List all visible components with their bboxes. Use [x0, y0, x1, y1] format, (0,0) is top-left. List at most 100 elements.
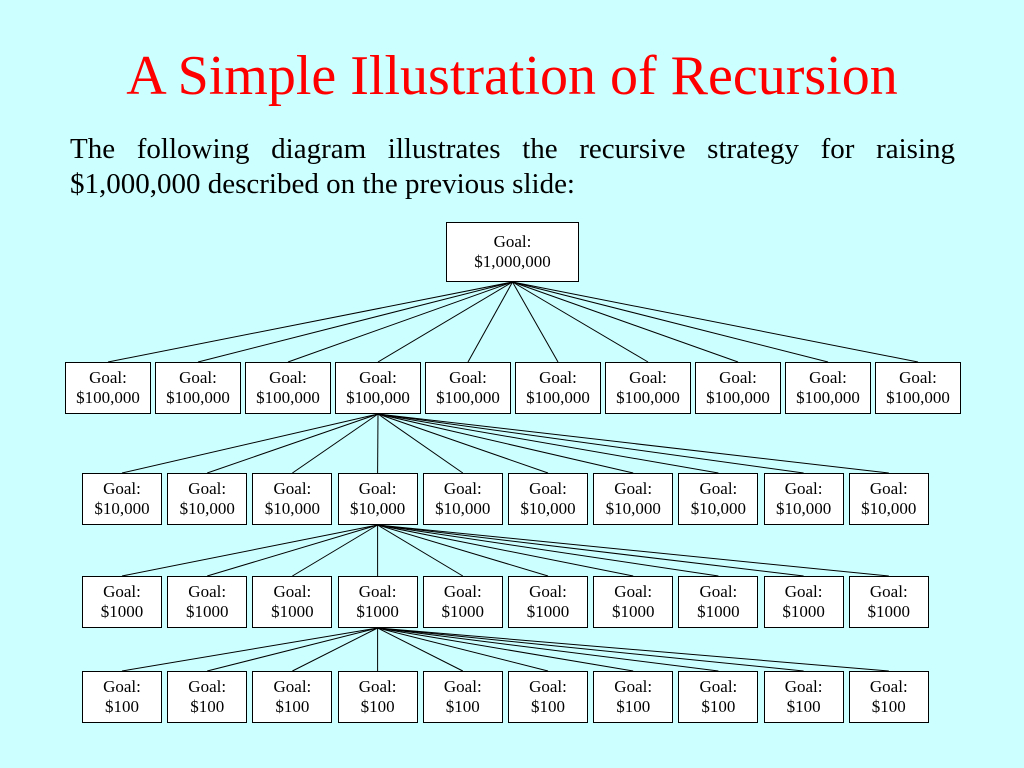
node-level-4-9: Goal:$100 — [763, 671, 844, 723]
connector-line — [377, 627, 549, 672]
node-label: Goal: — [784, 582, 823, 601]
connector-line — [121, 524, 378, 577]
node-amount: $1000 — [526, 602, 570, 621]
node-amount: $10,000 — [94, 499, 150, 518]
node-amount: $1000 — [271, 602, 314, 621]
connector-line — [377, 413, 804, 474]
node-amount: $100,000 — [616, 388, 680, 407]
node-amount: $100,000 — [76, 388, 140, 407]
connector-line — [121, 627, 378, 672]
connector-line — [512, 281, 829, 363]
node-amount: $100,000 — [256, 388, 320, 407]
node-label: Goal: — [443, 582, 482, 601]
node-level-4-10: Goal:$100 — [848, 671, 929, 723]
node-label: Goal: — [784, 479, 823, 498]
node-level-4-4: Goal:$100 — [337, 671, 418, 723]
connector-line — [512, 281, 919, 363]
connector-line — [467, 281, 513, 363]
node-label: Goal: — [539, 368, 577, 387]
node-amount: $100 — [190, 697, 225, 716]
node-level-3-7: Goal:$1000 — [593, 576, 674, 628]
connector-line — [512, 281, 739, 363]
node-label: Goal: — [614, 677, 653, 696]
node-label: Goal: — [443, 677, 482, 696]
node-label: Goal: — [614, 479, 653, 498]
node-label: Goal: — [699, 677, 738, 696]
node-level-3-9: Goal:$1000 — [763, 576, 844, 628]
node-amount: $10,000 — [520, 499, 576, 518]
node-amount: $100 — [616, 697, 651, 716]
node-label: Goal: — [493, 232, 532, 251]
node-label: Goal: — [614, 582, 653, 601]
node-level-2-1: Goal:$10,000 — [82, 473, 162, 525]
node-amount: $10,000 — [349, 499, 406, 518]
connector-line — [512, 281, 559, 363]
connector-line — [207, 413, 379, 474]
node-label: Goal: — [443, 479, 482, 498]
node-amount: $100 — [871, 697, 906, 716]
node-amount: $10,000 — [264, 499, 321, 518]
node-label: Goal: — [784, 677, 823, 696]
connector-line — [377, 413, 464, 474]
node-level-3-2: Goal:$1000 — [167, 576, 248, 628]
connector-line — [377, 413, 634, 474]
node-amount: $100,000 — [706, 388, 770, 407]
node-level-1-10: Goal:$100,000 — [875, 362, 961, 414]
node-level-2-8: Goal:$10,000 — [678, 473, 759, 525]
node-amount: $1000 — [100, 602, 144, 621]
node-level-3-4: Goal:$1000 — [337, 576, 418, 628]
node-level-4-8: Goal:$100 — [678, 671, 759, 723]
node-level-1-5: Goal:$100,000 — [425, 362, 511, 414]
node-amount: $100,000 — [436, 388, 500, 407]
node-label: Goal: — [869, 677, 908, 696]
node-amount: $100 — [531, 697, 565, 716]
node-label: Goal: — [869, 582, 908, 601]
connector-line — [121, 413, 379, 474]
node-label: Goal: — [529, 479, 567, 498]
node-level-3-10: Goal:$1000 — [848, 576, 929, 628]
node-amount: $10,000 — [435, 499, 491, 518]
node-amount: $10,000 — [179, 499, 235, 518]
connector-line — [377, 413, 719, 474]
node-label: Goal: — [188, 582, 227, 601]
node-root: Goal:$1,000,000 — [446, 222, 579, 282]
slide-title: A Simple Illustration of Recursion — [126, 45, 898, 107]
node-label: Goal: — [899, 368, 937, 387]
connector-line — [377, 524, 889, 577]
node-level-2-10: Goal:$10,000 — [848, 473, 929, 525]
connector-line — [377, 627, 804, 672]
node-level-3-5: Goal:$1000 — [422, 576, 503, 628]
node-amount: $10,000 — [775, 499, 832, 518]
node-label: Goal: — [188, 677, 227, 696]
node-label: Goal: — [719, 368, 757, 387]
node-amount: $100 — [445, 697, 480, 716]
node-label: Goal: — [449, 368, 487, 387]
connector-line — [377, 524, 804, 577]
node-amount: $100 — [360, 697, 395, 716]
connector-line — [207, 524, 378, 577]
node-label: Goal: — [103, 582, 141, 601]
node-label: Goal: — [103, 677, 141, 696]
node-amount: $100 — [786, 697, 821, 716]
node-level-2-2: Goal:$10,000 — [167, 473, 248, 525]
connector-line — [292, 524, 378, 577]
node-amount: $1000 — [782, 602, 825, 621]
node-level-1-7: Goal:$100,000 — [605, 362, 691, 414]
connector-line — [292, 627, 378, 672]
node-level-1-2: Goal:$100,000 — [155, 362, 241, 414]
node-label: Goal: — [869, 479, 908, 498]
node-label: Goal: — [273, 677, 312, 696]
node-label: Goal: — [529, 677, 567, 696]
node-label: Goal: — [529, 582, 567, 601]
node-amount: $1000 — [441, 602, 485, 621]
connector-line — [377, 627, 719, 672]
node-label: Goal: — [273, 479, 312, 498]
node-amount: $100,000 — [166, 388, 230, 407]
connector-line — [197, 281, 513, 363]
node-label: Goal: — [103, 479, 141, 498]
node-level-1-6: Goal:$100,000 — [515, 362, 601, 414]
connector-line — [207, 627, 378, 672]
node-amount: $10,000 — [605, 499, 661, 518]
node-label: Goal: — [699, 479, 738, 498]
